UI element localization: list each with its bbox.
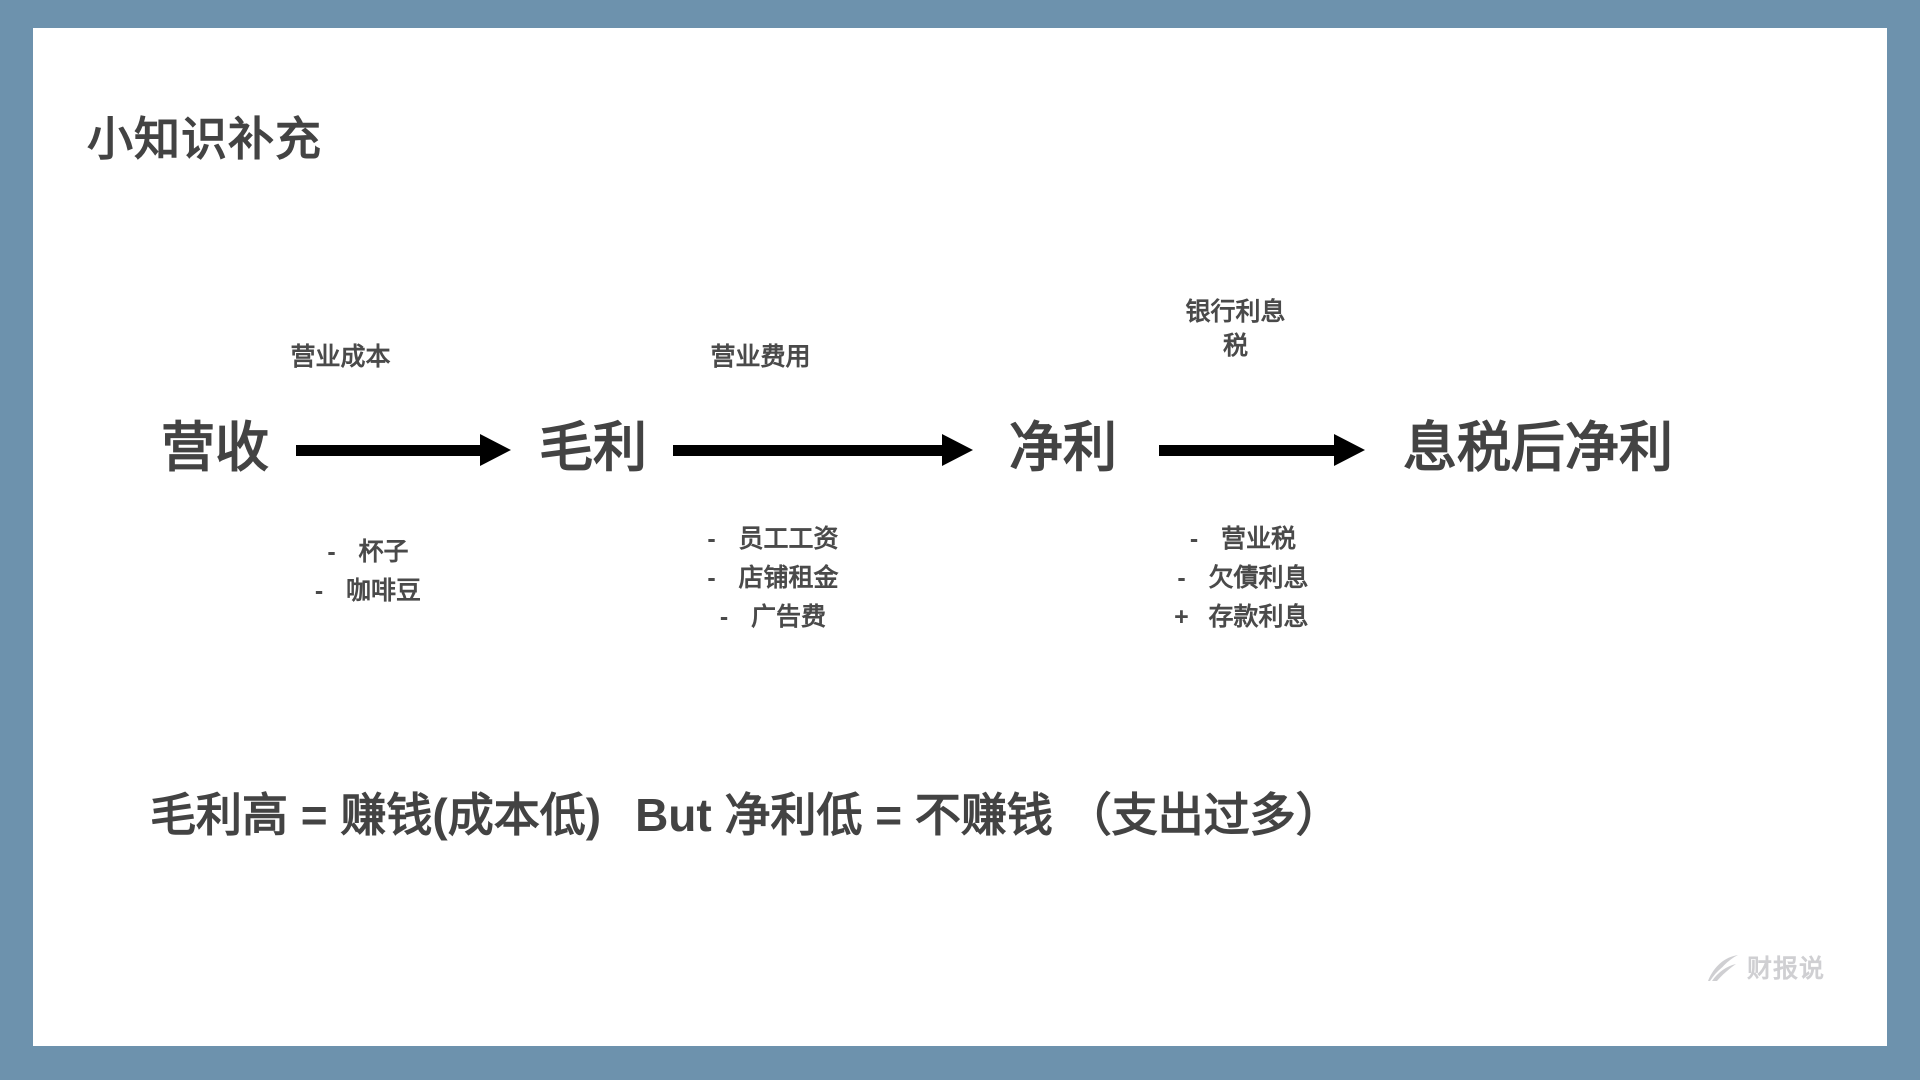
list-item: -咖啡豆	[263, 572, 468, 611]
flow-node-revenue: 营收	[161, 418, 269, 478]
flow-node-net-profit-after-tax: 息税后净利	[1403, 418, 1673, 478]
bullet-list-3: -营业税 -欠債利息 +存款利息	[1123, 520, 1358, 636]
watermark-text: 财报说	[1746, 954, 1825, 983]
arrow-label-3-line1: 银行利息	[1185, 298, 1286, 326]
feather-swoosh-icon	[1706, 954, 1740, 984]
bullet-text: 杯子	[358, 538, 409, 566]
bullet-mark: -	[314, 576, 324, 605]
flow-diagram: 营业成本 营业费用 银行利息 税 营收 毛利 净利 息税后净利	[33, 28, 1887, 1046]
flow-node-gross-profit: 毛利	[539, 418, 647, 478]
bullet-mark: -	[707, 525, 716, 553]
bullet-text: 营业税	[1220, 525, 1296, 553]
flow-node-net-profit: 净利	[1009, 418, 1117, 478]
arrow-label-1: 营业成本	[248, 341, 433, 375]
conclusion-part-2: But 净利低 = 不赚钱 （支出过多）	[635, 789, 1342, 841]
conclusion-line: 毛利高 = 赚钱(成本低) But 净利低 = 不赚钱 （支出过多）	[33, 790, 1887, 841]
list-item: -店铺租金	[653, 559, 888, 598]
bullet-text: 存款利息	[1208, 602, 1309, 631]
flow-arrow-3	[1159, 434, 1365, 466]
flow-arrow-2	[673, 434, 973, 466]
slide-canvas: 小知识补充 营业成本 营业费用 银行利息 税 营收 毛利 净利 息税后净利	[33, 28, 1887, 1046]
list-item: -营业税	[1123, 520, 1358, 559]
bullet-text: 咖啡豆	[345, 576, 421, 605]
bullet-mark: -	[719, 602, 729, 631]
bullet-mark: -	[707, 563, 716, 592]
bullet-mark: -	[327, 538, 336, 566]
bullet-list-1: -杯子 -咖啡豆	[263, 533, 468, 611]
arrow-label-2-line1: 营业费用	[710, 343, 811, 371]
list-item: -广告费	[653, 598, 888, 637]
list-item: -欠債利息	[1123, 559, 1358, 598]
bullet-mark: -	[1177, 563, 1186, 592]
bullet-text: 欠債利息	[1208, 563, 1309, 592]
bullet-text: 店铺租金	[738, 563, 839, 592]
page-title: 小知识补充	[87, 113, 322, 165]
bullet-text: 员工工资	[738, 525, 839, 553]
bullet-text: 广告费	[750, 602, 826, 631]
bullet-mark: +	[1174, 602, 1189, 631]
arrow-label-2: 营业费用	[668, 341, 853, 375]
arrow-label-3: 银行利息 税	[1143, 296, 1328, 364]
flow-arrow-1	[296, 434, 511, 466]
list-item: -员工工资	[653, 520, 888, 559]
arrow-label-3-line2: 税	[1222, 331, 1248, 360]
list-item: -杯子	[263, 533, 468, 572]
bullet-list-2: -员工工资 -店铺租金 -广告费	[653, 520, 888, 636]
watermark: 财报说	[1706, 954, 1825, 984]
bullet-mark: -	[1189, 525, 1199, 553]
conclusion-part-1: 毛利高 = 赚钱(成本低)	[150, 789, 602, 841]
arrow-label-1-line1: 营业成本	[290, 343, 391, 371]
list-item: + 存款利息	[1123, 598, 1358, 637]
